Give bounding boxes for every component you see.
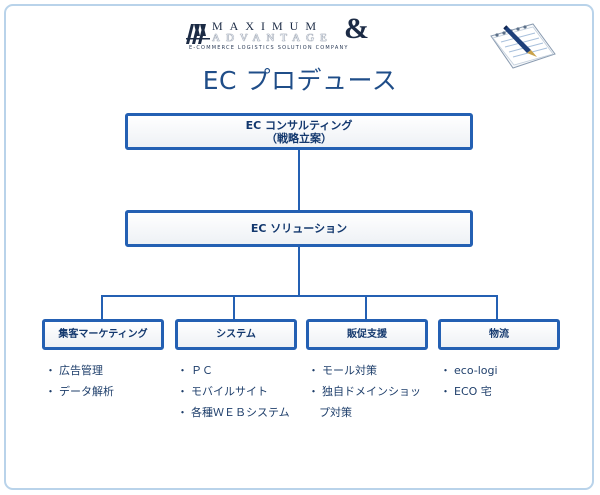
logo-tagline: E-COMMERCE LOGISTICS SOLUTION COMPANY [189, 45, 349, 51]
category-box-system: システム [175, 319, 297, 350]
connector-mid-bus [298, 247, 300, 296]
consulting-box: EC コンサルティング （戦略立案） [125, 113, 473, 150]
category-label: 物流 [489, 329, 509, 340]
system-item-list: ・ＰＣ ・モバイルサイト ・各種ＷＥＢシステム [177, 360, 290, 423]
category-label: 販促支援 [347, 329, 387, 340]
list-item: ・広告管理 [45, 364, 103, 377]
list-item: ・モール対策 [308, 364, 377, 377]
category-box-marketing: 集客マーケティング [42, 319, 164, 350]
list-item: ・ECO 宅 [440, 385, 492, 398]
logo-ampersand: & [344, 12, 369, 45]
connector-col-4 [496, 295, 498, 320]
solution-box: EC ソリューション [125, 210, 473, 247]
connector-top-mid [298, 150, 300, 210]
connector-col-3 [365, 295, 367, 320]
logo-wordmark-top: MAXIMUM [212, 19, 324, 33]
list-item: プ対策 [319, 406, 352, 419]
notepad-pen-icon [490, 23, 556, 69]
consulting-label: EC コンサルティング [245, 118, 353, 132]
page-title: EC プロデュース [202, 66, 398, 95]
promotion-item-list: ・モール対策 ・独自ドメインショッ プ対策 [308, 360, 421, 423]
category-label: 集客マーケティング [58, 329, 148, 340]
logo-wordmark-bottom: ADVANTAGE [212, 32, 333, 44]
solution-label: EC ソリューション [250, 222, 348, 235]
category-label: システム [216, 329, 256, 340]
category-box-promotion: 販促支援 [306, 319, 428, 350]
list-item: ・ＰＣ [177, 364, 213, 377]
marketing-item-list: ・広告管理 ・データ解析 [45, 360, 114, 402]
logistics-item-list: ・eco-logi ・ECO 宅 [440, 360, 498, 402]
connector-col-1 [101, 295, 103, 320]
company-logo: MAXIMUM & ADVANTAGE E-COMMERCE LOGISTICS… [186, 12, 382, 52]
list-item: ・eco-logi [440, 364, 498, 377]
list-item: ・各種ＷＥＢシステム [177, 406, 290, 419]
list-item: ・独自ドメインショッ [308, 385, 421, 398]
connector-col-2 [233, 295, 235, 320]
list-item: ・モバイルサイト [177, 385, 268, 398]
consulting-sublabel: （戦略立案） [265, 131, 332, 145]
logo-mark-icon [186, 24, 210, 44]
connector-bus [101, 295, 497, 297]
list-item: ・データ解析 [45, 385, 114, 398]
category-box-logistics: 物流 [438, 319, 560, 350]
